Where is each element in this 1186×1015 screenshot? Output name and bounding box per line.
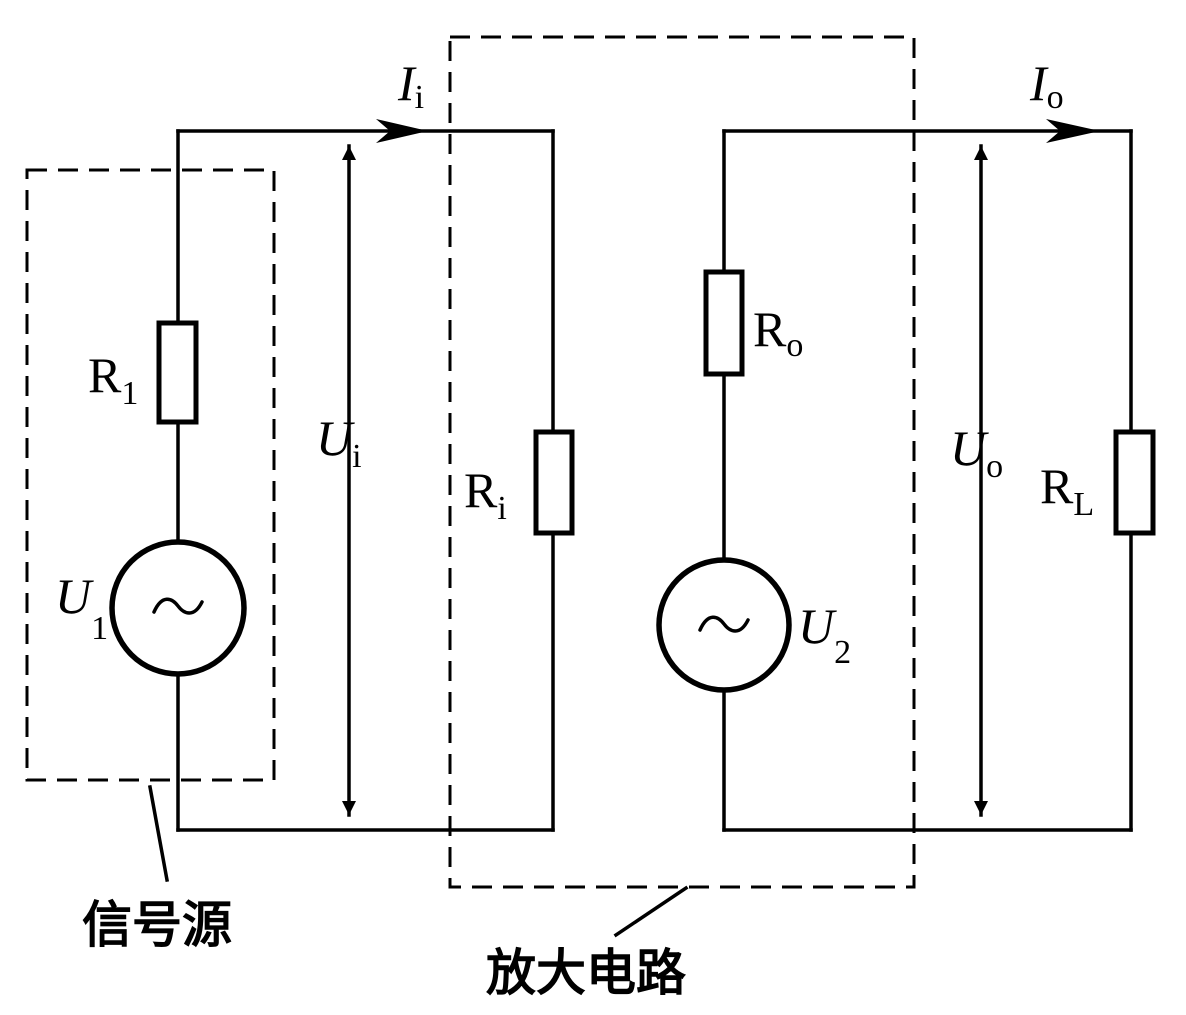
amplifier-leader (613, 885, 689, 938)
label-source-u2: U2 (798, 598, 851, 671)
ac-source-u1 (109, 539, 247, 677)
label-output-current: Io (1029, 55, 1064, 116)
output-current-arrow (1046, 119, 1100, 143)
ac-source-u2 (656, 557, 792, 693)
tilde-icon (698, 615, 750, 633)
label-input-voltage: Ui (316, 410, 362, 475)
resistor-ro (703, 269, 745, 377)
input-loop (176, 129, 555, 832)
resistor-rl (1113, 429, 1156, 536)
label-resistor-ro: Ro (753, 301, 803, 364)
label-signal-source: 信号源 (82, 896, 232, 954)
label-amplifier: 放大电路 (486, 944, 687, 1002)
input-current-arrow (376, 119, 428, 143)
label-resistor-ri: Ri (464, 462, 507, 527)
label-source-u1: U1 (55, 568, 108, 647)
label-input-current: Ii (397, 55, 424, 116)
label-resistor-rl: RL (1040, 458, 1094, 523)
tilde-icon (152, 597, 204, 615)
label-resistor-r1: R1 (88, 347, 138, 412)
resistor-r1 (156, 320, 199, 425)
signal-source-leader (147, 784, 170, 883)
resistor-ri (533, 429, 575, 536)
output-loop (722, 129, 1133, 832)
signal-source-box (25, 168, 276, 782)
label-output-voltage: Uo (950, 420, 1003, 485)
amplifier-box (448, 35, 916, 889)
